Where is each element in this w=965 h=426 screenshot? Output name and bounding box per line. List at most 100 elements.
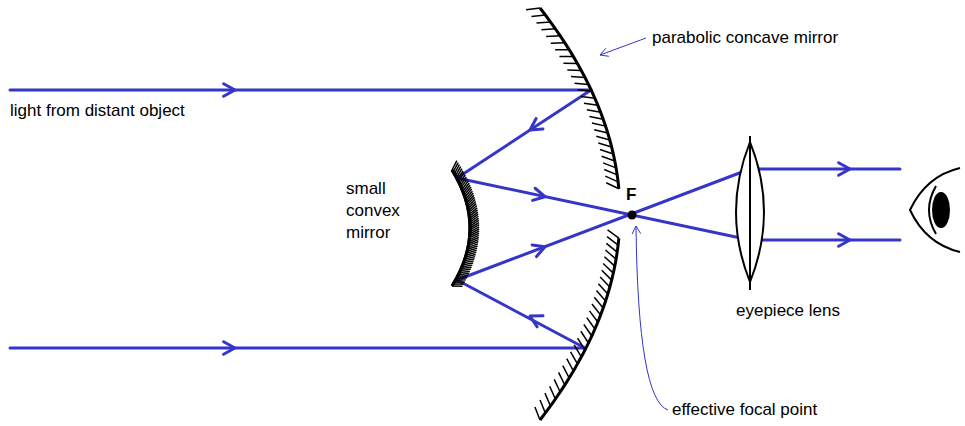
mirror-hatching bbox=[584, 324, 592, 336]
mirror-hatching bbox=[575, 83, 589, 84]
mirror-hatching bbox=[592, 304, 601, 315]
mirror-hatching bbox=[594, 130, 608, 133]
lens-axis bbox=[749, 136, 751, 290]
mirror-hatching bbox=[540, 400, 545, 413]
mirror-hatching bbox=[571, 76, 585, 78]
mirror-hatching bbox=[454, 281, 464, 283]
mirror-hatching bbox=[526, 8, 540, 10]
ray-arrowhead bbox=[530, 119, 543, 130]
mirror-hatching bbox=[598, 143, 611, 147]
mirror-hatching bbox=[537, 22, 551, 23]
mirror-hatching bbox=[555, 49, 569, 51]
mirror-hatching bbox=[463, 263, 473, 265]
ray-arrowhead bbox=[533, 188, 545, 200]
mirror-hatching bbox=[453, 283, 463, 285]
mirror-hatching bbox=[581, 331, 589, 343]
parallel-ray bbox=[750, 239, 900, 242]
eyelids bbox=[910, 168, 960, 252]
mirror-hatching bbox=[571, 352, 578, 364]
mirror-hatching bbox=[574, 345, 581, 357]
eye-symbol bbox=[910, 168, 960, 252]
part-label: small convex mirror bbox=[346, 178, 408, 244]
mirror-hatching bbox=[587, 110, 601, 112]
mirror-hatching bbox=[452, 285, 462, 287]
focal-point-dot bbox=[628, 211, 637, 220]
mirror-hatching bbox=[458, 273, 468, 275]
pupil bbox=[933, 193, 949, 227]
mirror-hatching bbox=[589, 311, 597, 322]
eyepiece-lens bbox=[736, 136, 764, 290]
mirror-hatching bbox=[608, 230, 619, 238]
leader-line bbox=[636, 226, 668, 410]
mirror-hatching bbox=[600, 277, 610, 287]
focal-point-label: F bbox=[626, 184, 636, 206]
mirror-hatching bbox=[602, 270, 612, 280]
mirror-hatching bbox=[578, 90, 592, 91]
mirror-hatching bbox=[461, 267, 471, 268]
mirror-surface bbox=[540, 238, 619, 420]
part-label: effective focal point bbox=[672, 399, 817, 421]
mirror-hatching bbox=[459, 271, 469, 272]
mirror-hatching bbox=[567, 69, 581, 71]
mirror-hatching bbox=[456, 277, 466, 279]
leader-line bbox=[600, 38, 646, 55]
mirror-hatching bbox=[578, 338, 585, 350]
mirror-hatching bbox=[462, 265, 472, 267]
mirror-hatching bbox=[596, 290, 605, 301]
leader-arrowhead bbox=[600, 48, 609, 56]
mirror-hatching bbox=[594, 297, 603, 308]
mirror-hatching bbox=[605, 176, 618, 182]
mirror-hatching bbox=[563, 62, 577, 64]
mirror-hatching bbox=[460, 269, 470, 270]
mirror-hatching bbox=[606, 243, 617, 252]
ray-arrowhead bbox=[839, 163, 850, 175]
ray-arrowhead bbox=[530, 316, 543, 327]
mirror-hatching bbox=[598, 284, 607, 294]
light-rays bbox=[10, 90, 900, 348]
parallel-ray bbox=[750, 168, 900, 171]
ray-arrowhead bbox=[532, 245, 545, 257]
mirror-hatching bbox=[589, 116, 603, 119]
mirror-hatching bbox=[535, 407, 540, 420]
mirror-hatching bbox=[596, 136, 609, 140]
incoming-ray bbox=[10, 347, 585, 350]
mirror-hatching bbox=[554, 379, 560, 392]
leader-lines bbox=[600, 38, 668, 410]
mirror-hatching bbox=[551, 42, 565, 44]
mirror-hatching bbox=[605, 250, 616, 259]
mirror-hatching bbox=[604, 169, 617, 174]
ray-arrowhead bbox=[224, 84, 235, 96]
incoming-ray bbox=[10, 89, 591, 92]
mirror-hatching bbox=[559, 372, 565, 385]
mirror-hatching bbox=[546, 35, 560, 37]
mirror-hatching bbox=[603, 163, 616, 168]
mirror-hatching bbox=[567, 359, 574, 371]
mirror-hatching bbox=[584, 103, 598, 105]
mirror-hatching bbox=[550, 386, 556, 399]
reflected-ray bbox=[457, 90, 591, 178]
mirror-surface bbox=[540, 8, 619, 189]
ray-arrowheads bbox=[224, 84, 850, 354]
mirror-hatching bbox=[458, 275, 468, 277]
parabolic-concave-mirror bbox=[526, 8, 619, 420]
part-label: eyepiece lens bbox=[736, 300, 840, 322]
mirror-hatching bbox=[606, 183, 619, 189]
part-label: parabolic concave mirror bbox=[652, 27, 838, 49]
mirror-surface bbox=[452, 170, 470, 286]
mirror-hatching bbox=[559, 56, 573, 58]
ray-arrowhead bbox=[224, 342, 235, 354]
mirror-hatching bbox=[563, 366, 569, 378]
mirror-hatching bbox=[602, 156, 615, 161]
convex-mirror-surface bbox=[452, 170, 470, 286]
mirror-hatching bbox=[531, 15, 545, 16]
reflected-ray bbox=[457, 280, 585, 348]
mirror-hatching bbox=[581, 96, 595, 98]
mirror-hatching bbox=[607, 237, 618, 246]
converging-ray bbox=[457, 178, 750, 240]
mirror-hatching bbox=[603, 263, 613, 273]
mirror-hatching bbox=[455, 279, 465, 281]
ray-arrowhead bbox=[839, 234, 850, 246]
mirror-hatching bbox=[592, 123, 606, 126]
